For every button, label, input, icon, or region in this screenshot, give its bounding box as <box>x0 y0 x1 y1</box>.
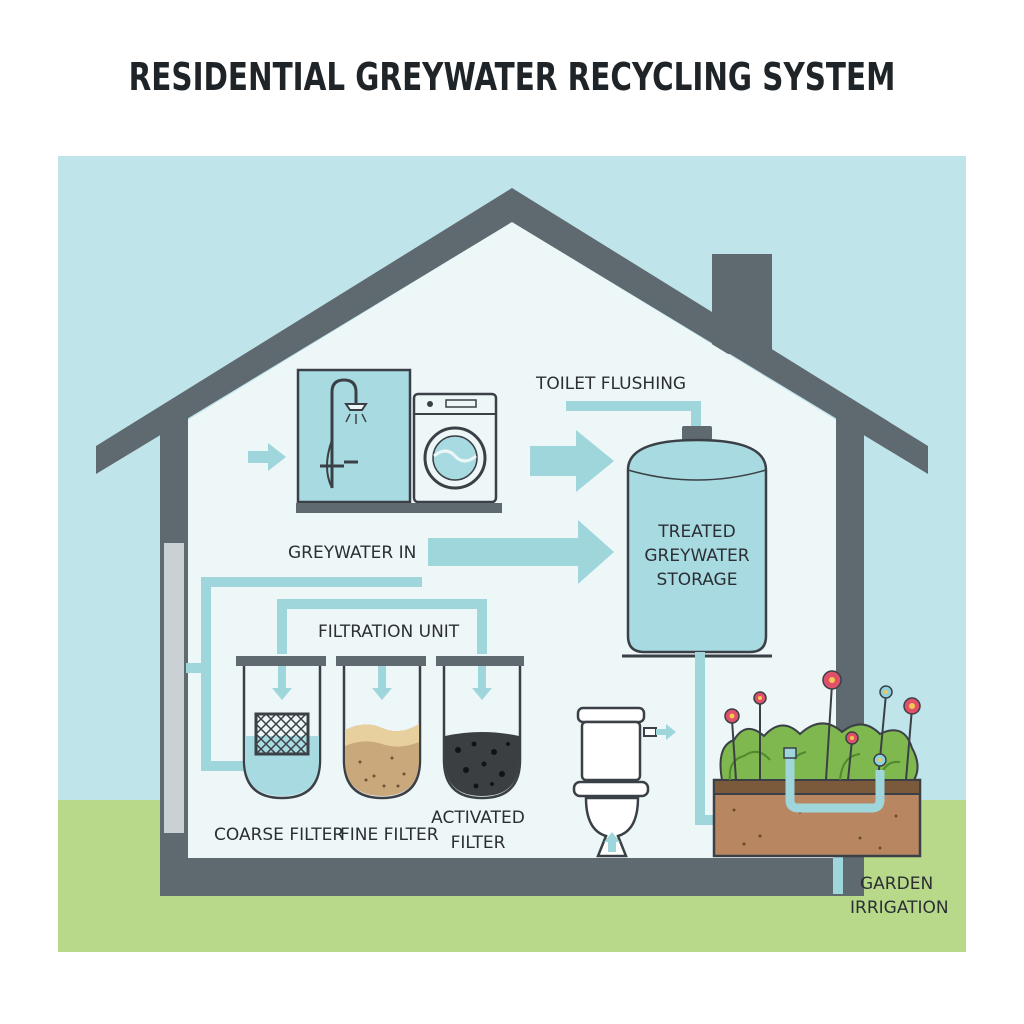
irrigation-nozzle <box>783 747 797 759</box>
storage-label-line3: STORAGE <box>657 570 738 590</box>
fine-filter-vessel <box>336 656 426 800</box>
irrigation-pipe <box>785 756 885 813</box>
downspout <box>162 541 186 835</box>
fine-filter-label: FINE FILTER <box>340 825 439 845</box>
coarse-filter-label: COARSE FILTER <box>214 825 344 845</box>
activated-filter-label-line1: ACTIVATED <box>431 808 525 828</box>
filtration-unit-label: FILTRATION UNIT <box>318 622 460 642</box>
toilet-flushing-pipe <box>566 401 701 428</box>
shower-head-icon <box>344 403 368 411</box>
storage-label-line1: TREATED <box>657 522 735 542</box>
activated-filter-vessel <box>436 656 524 800</box>
garden-bed <box>712 670 922 858</box>
toilet-flushing-label: TOILET FLUSHING <box>535 374 686 394</box>
flower-icons <box>724 670 921 767</box>
garden-irrigation-label-line2: IRRIGATION <box>850 898 949 918</box>
floor <box>160 858 864 896</box>
inflow-arrow <box>248 443 286 471</box>
shower-spray <box>345 413 367 424</box>
appliance-shelf <box>296 503 502 513</box>
filtration-inner-pipe <box>277 599 487 654</box>
garden-irrigation-label-line1: GARDEN <box>860 874 933 894</box>
toilet-icon <box>572 706 676 858</box>
storage-tank <box>626 438 768 654</box>
diagram-title: RESIDENTIAL GREYWATER RECYCLING SYSTEM <box>128 55 896 99</box>
shower-hose <box>326 439 333 489</box>
greywater-in-label: GREYWATER IN <box>288 543 416 563</box>
coarse-filter-vessel <box>236 656 326 800</box>
appliance-to-tank-arrow <box>530 430 614 492</box>
storage-label-line2: GREYWATER <box>644 546 749 566</box>
shower-cabin <box>296 368 412 504</box>
shower-tap <box>320 460 358 468</box>
tank-cap <box>682 426 712 440</box>
greywater-in-arrow <box>428 520 614 584</box>
filtration-outer-pipe <box>186 577 422 771</box>
shower-pipe <box>330 378 358 488</box>
activated-filter-label-line2: FILTER <box>451 833 506 853</box>
